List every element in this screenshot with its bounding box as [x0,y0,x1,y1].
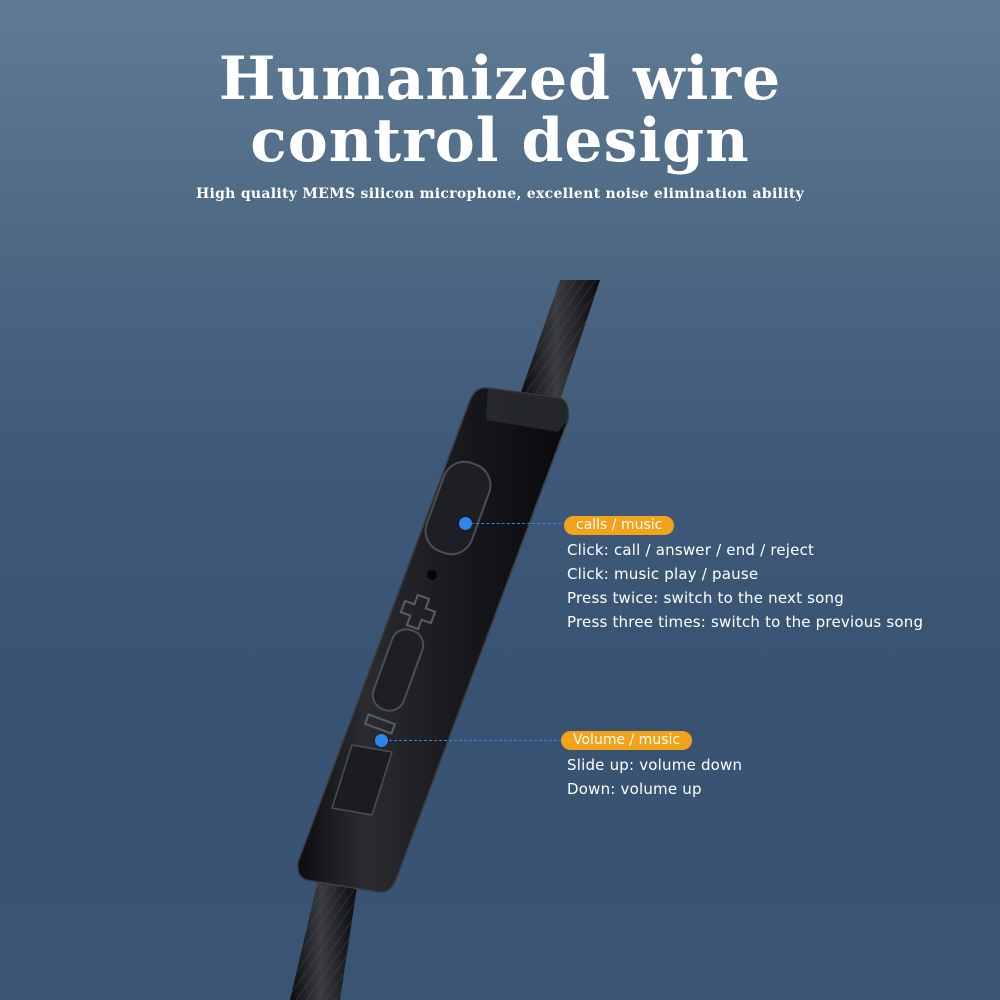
subtitle: High quality MEMS silicon microphone, ex… [195,186,805,202]
cable-top [520,280,600,400]
calls-line-1: Click: call / answer / end / reject [567,541,815,559]
volume-leader-line [384,740,562,741]
volume-line-2: Down: volume up [567,780,702,798]
calls-line-4: Press three times: switch to the previou… [567,613,924,631]
volume-rocker[interactable] [369,625,428,715]
calls-leader-line [466,523,566,524]
calls-leader-dot [459,517,472,530]
calls-line-3: Press twice: switch to the next song [567,589,844,607]
call-button[interactable] [419,456,496,561]
volume-leader-dot [375,734,388,747]
cable-bottom [290,880,358,1000]
microphone-hole [427,570,437,580]
headline-line-1: Humanized wire [218,44,782,114]
volume-line-1: Slide up: volume down [567,756,743,774]
remote-body [296,387,570,893]
calls-music-tag: calls / music [564,516,675,535]
plus-icon [399,593,437,631]
calls-line-2: Click: music play / pause [567,565,759,583]
headline-line-2: control design [250,106,750,176]
minus-icon [363,713,397,735]
volume-slider[interactable] [331,744,393,816]
volume-music-tag: Volume / music [561,731,693,750]
